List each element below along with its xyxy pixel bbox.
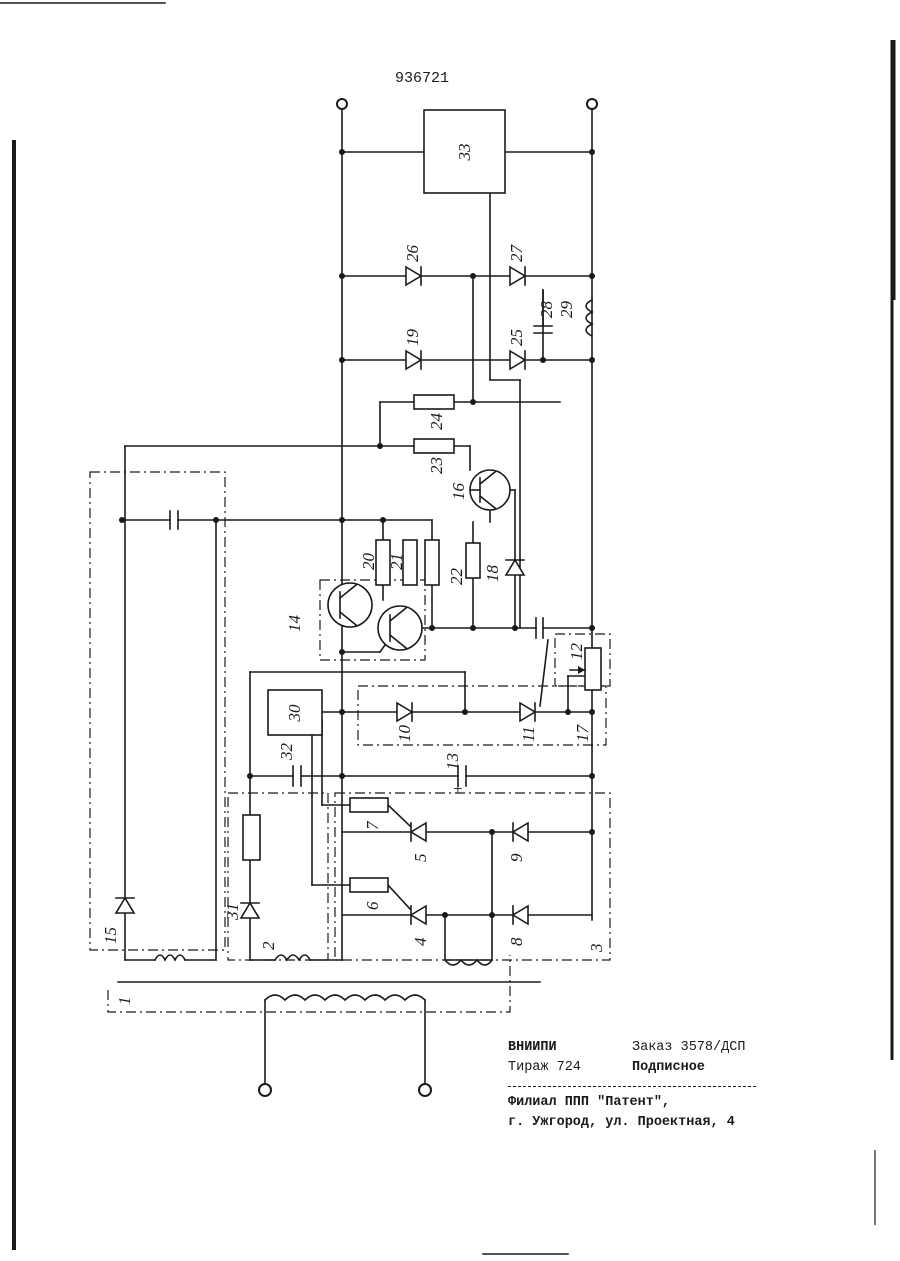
label-9: 9	[507, 853, 526, 862]
resistor-31-series	[243, 815, 260, 860]
ac-terminal-left	[259, 1084, 271, 1096]
label-19: 19	[403, 329, 422, 347]
address-line: г. Ужгород, ул. Проектная, 4	[508, 1115, 756, 1135]
label-16: 16	[449, 483, 468, 501]
label-14: 14	[285, 615, 304, 633]
label-5: 5	[411, 854, 430, 863]
polarity-plus: +	[452, 779, 463, 798]
label-25: 25	[507, 329, 526, 346]
label-30: 30	[285, 704, 304, 723]
label-17: 17	[573, 724, 592, 743]
label-20: 20	[359, 553, 378, 571]
transistors	[328, 470, 510, 650]
subscription: Подписное	[632, 1060, 705, 1075]
label-33: 33	[455, 144, 474, 162]
label-15: 15	[101, 927, 120, 944]
label-3: 3	[587, 944, 606, 954]
label-12: 12	[567, 643, 586, 661]
label-4: 4	[411, 937, 430, 946]
resistor-18-top	[466, 543, 480, 578]
diode-25	[510, 351, 525, 369]
diode-18	[506, 560, 524, 575]
label-13: 13	[443, 753, 462, 770]
org-name: ВНИИПИ	[508, 1040, 557, 1055]
diode-15	[116, 898, 134, 913]
diode-26	[406, 267, 421, 285]
label-2: 2	[259, 941, 278, 950]
label-31: 31	[223, 903, 242, 921]
label-6: 6	[363, 901, 382, 910]
diode-19	[406, 351, 421, 369]
label-22: 22	[447, 568, 466, 586]
diode-10	[397, 703, 412, 721]
label-26: 26	[403, 245, 422, 263]
diode-8	[513, 906, 528, 924]
inductor-29	[586, 300, 592, 336]
label-23: 23	[427, 457, 446, 474]
circulation: Тираж 724	[508, 1060, 581, 1075]
inductors	[155, 300, 592, 1000]
winding-2	[275, 955, 310, 960]
diode-9	[513, 823, 528, 841]
dc-terminal-right	[587, 99, 597, 109]
thyristor-4	[411, 906, 426, 924]
label-27: 27	[507, 244, 526, 263]
zener-31	[241, 903, 259, 918]
label-1: 1	[115, 997, 134, 1006]
label-18: 18	[483, 565, 502, 583]
label-8: 8	[507, 937, 526, 946]
diodes	[116, 267, 535, 924]
resistor-6	[350, 878, 388, 892]
thyristor-11	[520, 703, 535, 721]
potentiometer-12	[585, 648, 601, 690]
resistor-24	[414, 395, 454, 409]
label-11: 11	[519, 726, 538, 742]
patent-number: 936721	[395, 70, 449, 87]
resistor-22	[425, 540, 439, 585]
dc-terminal-left	[337, 99, 347, 109]
order-number: Заказ 3578/ДСП	[632, 1040, 745, 1055]
label-10: 10	[395, 725, 414, 743]
label-32: 32	[277, 743, 296, 762]
label-21: 21	[387, 553, 406, 570]
ac-terminal-right	[419, 1084, 431, 1096]
resistor-23	[414, 439, 454, 453]
thyristor-5	[411, 823, 426, 841]
label-28: 28	[537, 301, 556, 319]
label-7: 7	[363, 820, 382, 830]
resistor-7	[350, 798, 388, 812]
publication-footer: ВНИИПИ Заказ 3578/ДСП Тираж 724 Подписно…	[508, 1040, 756, 1135]
footer-rule	[508, 1086, 756, 1087]
label-24: 24	[427, 413, 446, 431]
primary-winding	[265, 995, 425, 1000]
diode-27	[510, 267, 525, 285]
winding-15	[155, 955, 185, 960]
branch-line: Филиал ППП "Патент",	[508, 1095, 756, 1115]
label-29: 29	[557, 301, 576, 319]
